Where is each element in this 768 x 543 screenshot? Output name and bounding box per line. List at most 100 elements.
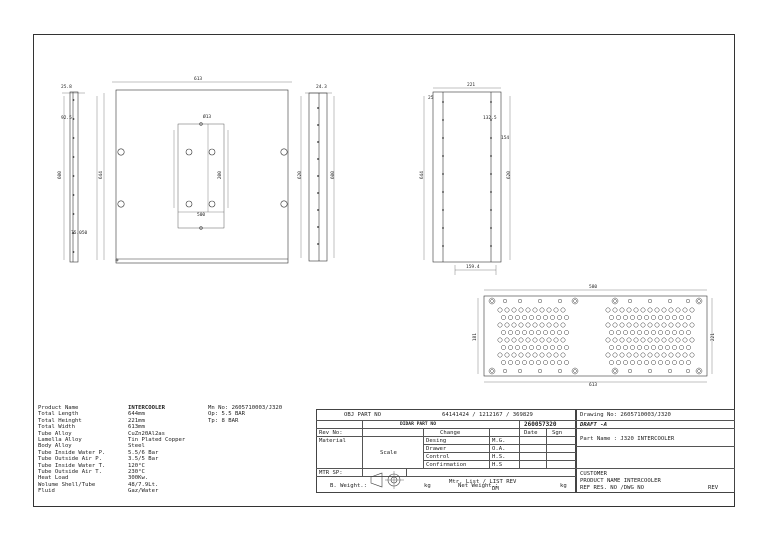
dim-center: 500 xyxy=(197,213,206,218)
hole-dot xyxy=(317,226,319,228)
tube-hole xyxy=(675,337,681,343)
drawer-label: Drawer xyxy=(426,446,447,452)
tube-hole xyxy=(626,352,632,358)
confirmation-value: H.S xyxy=(492,462,503,468)
dim-left-note: 92.5 xyxy=(61,116,72,121)
rev-label: REV xyxy=(708,485,719,491)
spec-row: Body Alloy Steel xyxy=(38,443,145,450)
change-label: Change xyxy=(440,430,461,436)
tube-hole xyxy=(529,360,534,365)
mtr-sp-label: MTR SP: xyxy=(319,470,343,476)
hole-dot xyxy=(72,175,75,177)
hole-dot xyxy=(72,137,75,139)
tube-hole xyxy=(679,345,684,350)
tube-hole xyxy=(644,360,649,365)
dim-front-height: 644 xyxy=(98,171,104,180)
tube-hole xyxy=(630,330,635,335)
tube-hole xyxy=(668,337,674,343)
product-name-line: PRODUCT NAME INTERCOOLER xyxy=(580,478,661,484)
tube-hole xyxy=(637,315,642,320)
hole-dot xyxy=(442,209,444,211)
tube-hole xyxy=(672,360,677,365)
tube-hole xyxy=(546,352,552,358)
draft-label: DRAFT -A xyxy=(580,422,607,428)
tube-hole xyxy=(490,299,494,303)
tube-hole xyxy=(626,337,632,343)
ref-res-line: REF RES. NO /DWG NO xyxy=(580,485,644,491)
tube-hole xyxy=(502,368,508,374)
hole-dot xyxy=(72,213,75,215)
tube-holes xyxy=(488,297,703,375)
spec-row: Tube Inside Water P. 5.5/6 Bar xyxy=(38,449,159,456)
dim-bottom-width: 580 xyxy=(589,285,598,290)
tube-hole xyxy=(647,322,653,328)
tube-hole xyxy=(553,337,559,343)
tube-hole xyxy=(682,307,688,313)
tube-hole xyxy=(689,307,695,313)
hole-dot xyxy=(317,141,319,143)
dim-side-width: 24.3 xyxy=(316,85,327,90)
tube-hole xyxy=(679,360,684,365)
tube-hole xyxy=(518,337,524,343)
mtr-list-label: Mtr. List / LIST REV xyxy=(449,479,517,485)
tube-hole xyxy=(518,352,524,358)
spec-row: Tube Outside Air P. 3.5/5 Bar xyxy=(38,456,159,463)
kg-1: kg xyxy=(424,483,431,489)
title-block-left xyxy=(316,409,576,493)
tube-hole xyxy=(508,315,513,320)
tube-hole xyxy=(543,345,548,350)
tube-hole xyxy=(675,307,681,313)
b-weight-label: B. Weight.: xyxy=(330,483,368,489)
tube-hole xyxy=(532,307,538,313)
tube-hole xyxy=(611,367,619,375)
hole-dot xyxy=(442,227,444,229)
tube-hole xyxy=(612,322,618,328)
tube-hole xyxy=(654,352,660,358)
tube-hole xyxy=(619,322,625,328)
tube-hole xyxy=(529,330,534,335)
tube-hole xyxy=(647,337,653,343)
tube-hole xyxy=(557,368,563,374)
hole-dot xyxy=(317,124,319,126)
tube-hole xyxy=(689,322,695,328)
title-block-right xyxy=(576,409,735,493)
tube-hole xyxy=(525,307,531,313)
tube-hole xyxy=(647,298,653,304)
tube-hole xyxy=(686,360,691,365)
tube-hole xyxy=(518,307,524,313)
tube-hole xyxy=(613,299,617,303)
tube-hole xyxy=(550,330,555,335)
tube-hole xyxy=(661,322,667,328)
tube-hole xyxy=(654,322,660,328)
tube-hole xyxy=(612,307,618,313)
tube-hole xyxy=(661,352,667,358)
hole-dot xyxy=(490,227,492,229)
tube-hole xyxy=(557,298,563,304)
tube-hole xyxy=(626,307,632,313)
hole-dot xyxy=(317,192,319,194)
tube-hole xyxy=(536,330,541,335)
hole-dot xyxy=(490,119,492,121)
hole-dot xyxy=(72,118,75,120)
dim-right-height-2: 620 xyxy=(506,171,512,180)
tube-hole xyxy=(665,330,670,335)
tube-hole xyxy=(612,337,618,343)
hole-dot xyxy=(490,101,492,103)
tube-hole xyxy=(488,297,496,305)
tube-hole xyxy=(630,345,635,350)
tube-hole xyxy=(665,345,670,350)
tube-hole xyxy=(647,307,653,313)
tube-hole xyxy=(661,337,667,343)
spec-row: Product Name INTERCOOLER Mn No: 26057100… xyxy=(38,405,283,411)
tube-hole xyxy=(546,337,552,343)
spec-table: Product Name INTERCOOLER Mn No: 26057100… xyxy=(38,405,313,494)
hole-dot xyxy=(72,156,75,158)
dim-bottom-width-2: 613 xyxy=(589,383,598,388)
tube-hole xyxy=(623,330,628,335)
spec-row: Tube Outside Air T. 230°C xyxy=(38,468,145,475)
tube-hole xyxy=(630,315,635,320)
tube-hole xyxy=(539,322,545,328)
tube-hole xyxy=(517,298,523,304)
tube-hole xyxy=(612,352,618,358)
